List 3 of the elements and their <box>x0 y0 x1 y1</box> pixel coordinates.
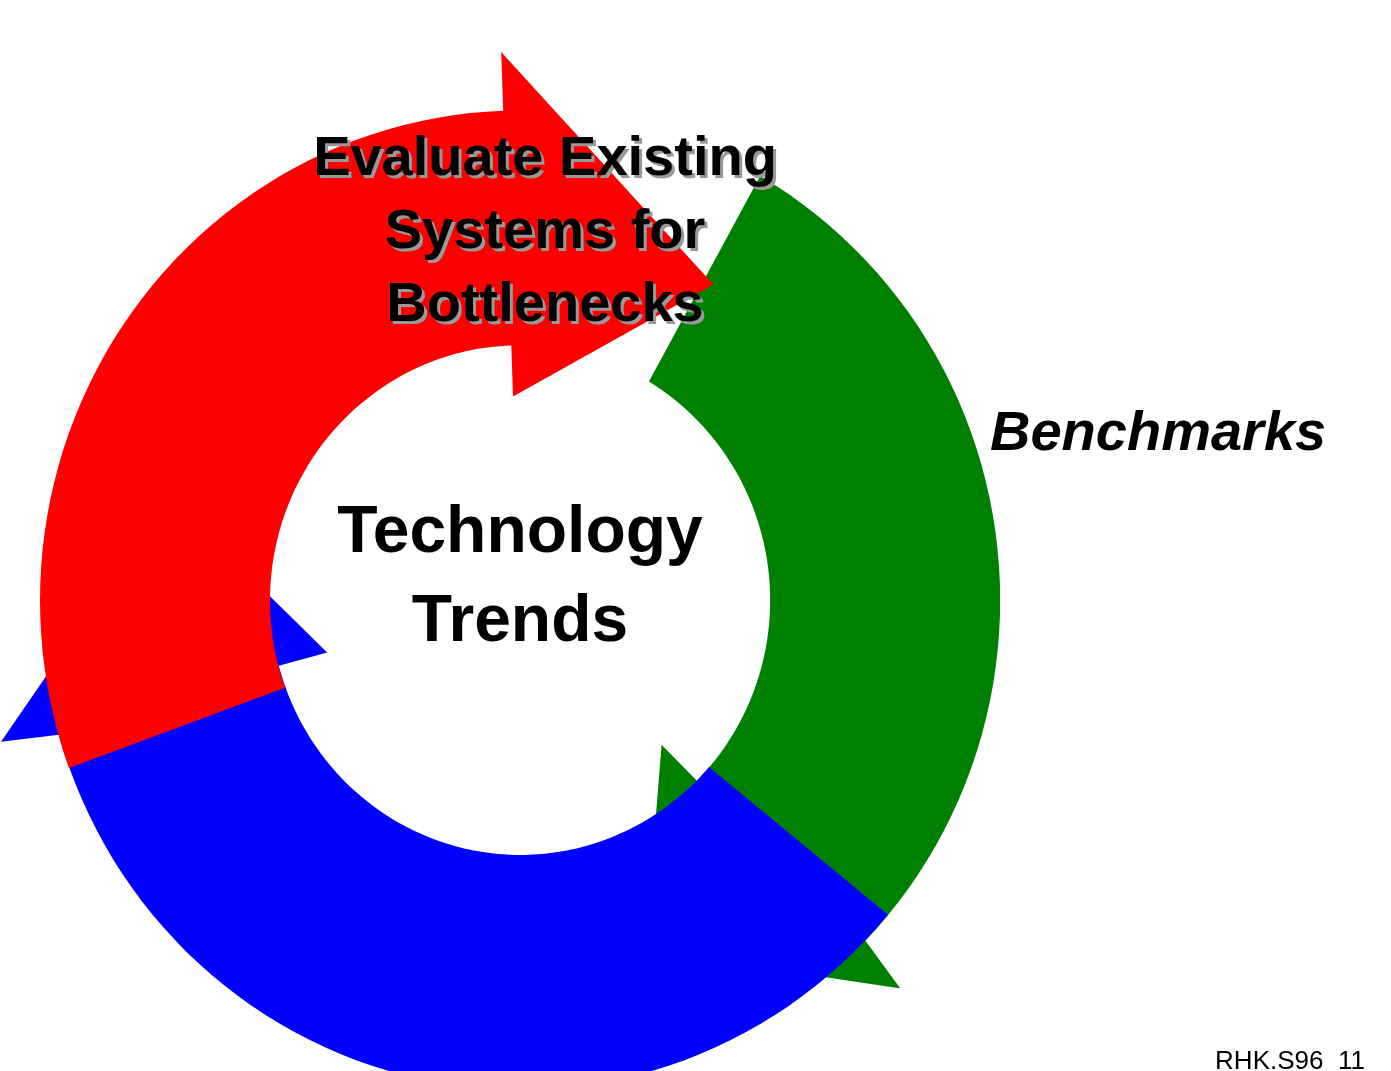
center-label: Technology Trends <box>336 491 704 658</box>
step-caption: Benchmarks <box>990 398 1327 464</box>
page-number: RHK.S96 11 <box>1214 1044 1366 1071</box>
